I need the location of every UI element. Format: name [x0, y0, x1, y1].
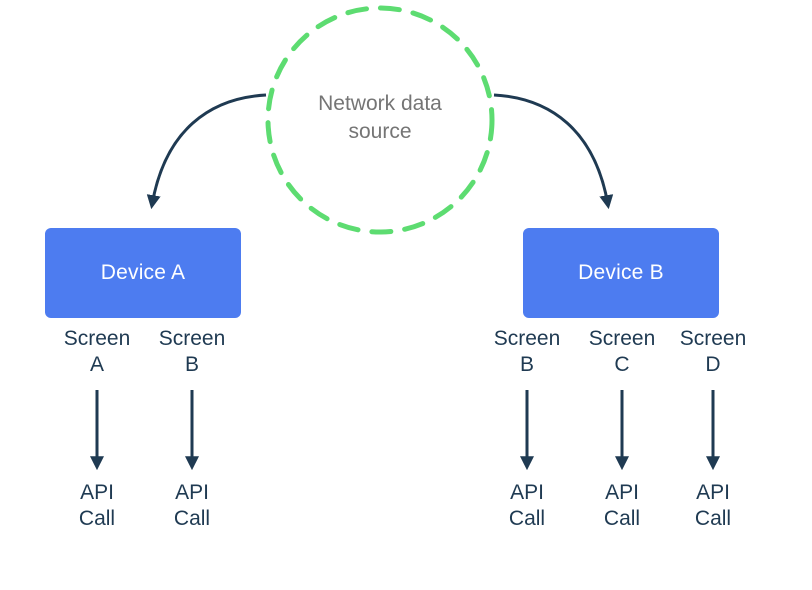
api-call-label-d-line2: Call	[694, 507, 732, 530]
api-call-label-a-line2: Call	[78, 507, 116, 530]
network-source-label-line2: source	[348, 120, 412, 143]
device-a-box: Device A	[45, 228, 241, 318]
api-call-label-b2: API Call	[479, 480, 575, 532]
screen-label-b2: Screen B	[479, 326, 575, 378]
api-call-label-b1-line2: Call	[173, 507, 211, 530]
network-source-label-line1: Network data	[318, 92, 442, 115]
screen-label-d: Screen D	[665, 326, 761, 378]
network-source-label: Network data source	[278, 90, 482, 146]
screen-label-c-word: Screen	[588, 327, 656, 350]
screen-label-c: Screen C	[574, 326, 670, 378]
screen-label-d-letter: D	[705, 353, 721, 376]
screen-label-a-letter: A	[89, 353, 104, 376]
network-source-circle	[265, 5, 495, 235]
screen-label-b1-word: Screen	[158, 327, 226, 350]
api-call-label-c: API Call	[574, 480, 670, 532]
api-call-label-a-line1: API	[80, 481, 114, 504]
screen-label-b2-word: Screen	[493, 327, 561, 350]
api-call-label-b1: API Call	[144, 480, 240, 532]
api-call-label-a: API Call	[49, 480, 145, 532]
screen-label-a-word: Screen	[63, 327, 131, 350]
device-a-label: Device A	[100, 261, 186, 284]
screen-label-b2-letter: B	[519, 353, 534, 376]
arrow-source-to-device-b	[493, 93, 614, 210]
device-b-box: Device B	[523, 228, 719, 318]
screen-label-b1: Screen B	[144, 326, 240, 378]
api-call-label-c-line1: API	[605, 481, 639, 504]
screen-label-b1-letter: B	[184, 353, 199, 376]
api-call-label-d-line1: API	[696, 481, 730, 504]
api-call-label-c-line2: Call	[603, 507, 641, 530]
screen-label-d-word: Screen	[679, 327, 747, 350]
api-call-label-d: API Call	[665, 480, 761, 532]
api-call-label-b1-line1: API	[175, 481, 209, 504]
device-b-label: Device B	[578, 261, 664, 284]
api-call-label-b2-line2: Call	[508, 507, 546, 530]
screen-label-c-letter: C	[614, 353, 630, 376]
api-call-label-b2-line1: API	[510, 481, 544, 504]
screen-label-a: Screen A	[49, 326, 145, 378]
arrow-source-to-device-a	[146, 93, 267, 210]
